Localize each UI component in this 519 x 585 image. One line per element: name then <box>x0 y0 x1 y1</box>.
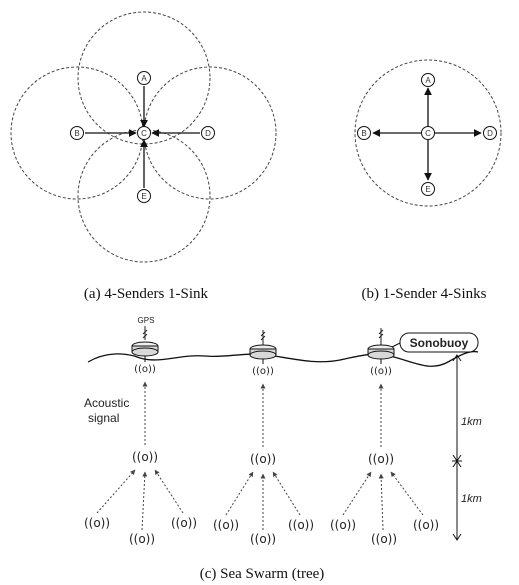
range-circle-b-panel <box>354 59 502 207</box>
range-circle-a-top <box>77 11 211 145</box>
signal-leaf-1c: ((o)) <box>171 516 197 530</box>
node-a: A <box>137 71 151 85</box>
svg-text:C: C <box>425 129 431 138</box>
signal-buoy-1: ((o)) <box>134 364 156 375</box>
signal-leaf-1b: ((o)) <box>129 532 155 546</box>
acoustic-label-line2: signal <box>88 411 119 425</box>
signal-buoy-2: ((o)) <box>252 366 274 377</box>
svg-text:B: B <box>361 129 366 138</box>
tree-2-links <box>225 383 301 530</box>
depth-scale <box>452 354 462 541</box>
node-d: D <box>483 126 497 140</box>
svg-text:A: A <box>141 74 147 83</box>
caption-a: (a) 4-Senders 1-Sink <box>84 286 209 302</box>
node-d: D <box>201 126 215 140</box>
buoy-2 <box>249 330 277 364</box>
signal-leaf-3b: ((o)) <box>371 532 397 546</box>
sonobuoy-callout: Sonobuoy <box>391 332 479 353</box>
node-b: B <box>357 126 371 140</box>
node-b: B <box>70 126 84 140</box>
signal-leaf-2b: ((o)) <box>250 532 276 546</box>
tree-3-links <box>342 383 424 531</box>
svg-text:D: D <box>205 129 211 138</box>
node-e: E <box>137 189 151 203</box>
buoy-3 <box>367 328 395 364</box>
gps-label: GPS <box>138 316 155 325</box>
signal-relay-1: ((o)) <box>132 450 158 464</box>
caption-b: (b) 1-Sender 4-Sinks <box>362 286 487 302</box>
depth-label-upper: 1km <box>461 416 482 428</box>
signal-leaf-2a: ((o)) <box>213 518 239 532</box>
panel-c: GPS Sonobuoy <box>84 316 482 582</box>
panel-a: A B C D E (a) 4-Senders 1-Sink <box>10 11 277 302</box>
signal-leaf-1a: ((o)) <box>84 516 110 530</box>
node-e: E <box>421 182 435 196</box>
gps-antenna <box>142 326 148 340</box>
signal-leaf-2c: ((o)) <box>288 518 314 532</box>
acoustic-label: Acoustic <box>84 396 129 410</box>
caption-c: (c) Sea Swarm (tree) <box>200 566 325 582</box>
depth-label-lower: 1km <box>461 493 482 505</box>
svg-text:A: A <box>425 76 431 85</box>
signal-relay-2: ((o)) <box>250 452 276 466</box>
svg-text:D: D <box>487 129 493 138</box>
sonobuoy-label: Sonobuoy <box>410 336 469 350</box>
svg-text:B: B <box>74 129 79 138</box>
panel-b: A B C D E (b) 1-Sender 4-Sinks <box>354 59 502 302</box>
signal-nodes: ((o)) ((o)) ((o)) ((o)) ((o)) ((o)) ((o)… <box>84 364 439 546</box>
svg-text:E: E <box>425 185 430 194</box>
tree-1-links <box>96 381 184 531</box>
buoy-1 <box>131 341 159 362</box>
node-c: C <box>137 126 151 140</box>
sea-surface <box>87 350 479 367</box>
svg-text:C: C <box>141 129 147 138</box>
signal-leaf-3a: ((o)) <box>330 518 356 532</box>
node-c: C <box>421 126 435 140</box>
signal-relay-3: ((o)) <box>368 452 394 466</box>
signal-leaf-3c: ((o)) <box>413 518 439 532</box>
svg-text:E: E <box>141 192 146 201</box>
signal-buoy-3: ((o)) <box>370 366 392 377</box>
node-a: A <box>421 73 435 87</box>
